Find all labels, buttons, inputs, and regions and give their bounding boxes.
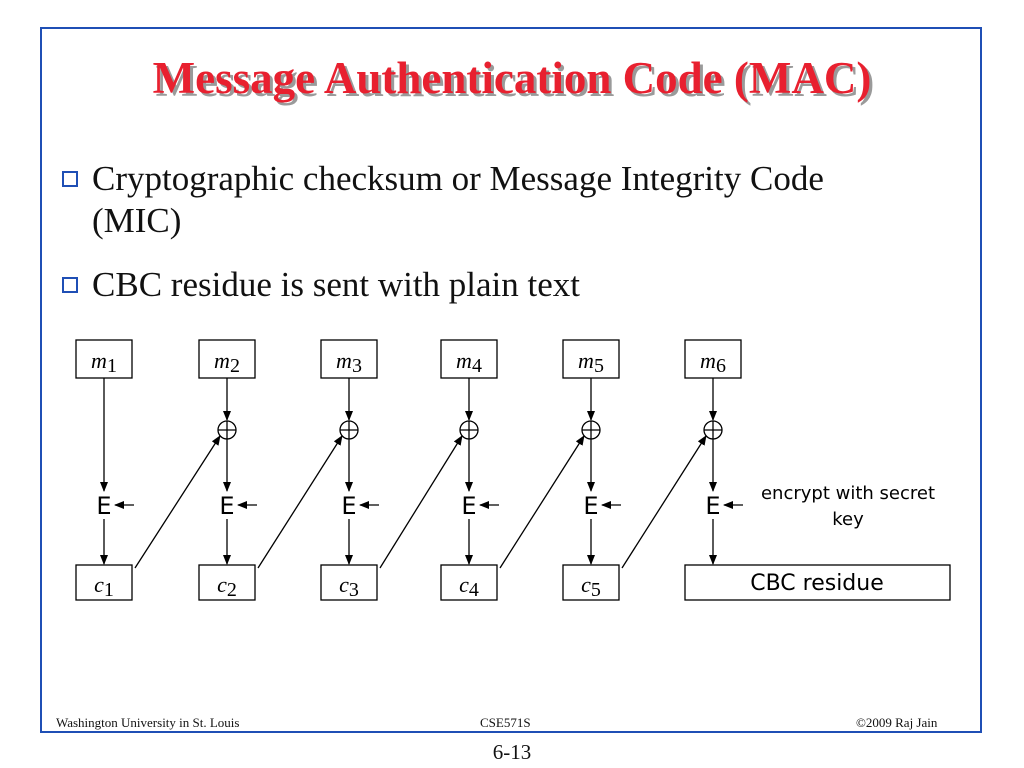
encrypt-label-4: E (461, 492, 476, 520)
cipher-box-5 (562, 564, 620, 601)
bullet-text-line1: CBC residue is sent with plain text (92, 265, 581, 304)
slide-frame (40, 27, 982, 733)
message-label-1: m1 (91, 348, 117, 377)
message-label-2: m2 (214, 348, 240, 377)
page-number: 6-13 (492, 740, 532, 764)
footer-institution: Washington University in St. Louis (56, 715, 240, 730)
cbc-residue-box (684, 564, 951, 601)
cbc-residue-label: CBC residue (750, 571, 884, 596)
cipher-box-2 (198, 564, 256, 601)
cipher-label-2: c2 (217, 572, 237, 601)
message-box-4 (440, 339, 498, 379)
encrypt-label-3: E (341, 492, 356, 520)
cipher-label-5: c5 (581, 572, 601, 601)
chain-arrow-2 (257, 435, 343, 569)
cipher-label-3: c3 (339, 572, 359, 601)
encrypt-label-1: E (96, 492, 111, 520)
message-box-5 (562, 339, 620, 379)
key-note-line2: key (832, 509, 864, 530)
chain-arrow-1 (134, 435, 221, 569)
message-label-4: m4 (456, 348, 482, 377)
cipher-label-1: c1 (94, 572, 114, 601)
cipher-box-1 (75, 564, 133, 601)
bullet-square-icon (62, 277, 78, 293)
cipher-box-4 (440, 564, 498, 601)
message-label-5: m5 (578, 348, 604, 377)
bullet-text-line1: Cryptographic checksum or Message Integr… (92, 159, 824, 198)
cipher-box-3 (320, 564, 378, 601)
bullet-text-line2: (MIC) (92, 201, 182, 240)
chain-arrow-4 (499, 435, 585, 569)
message-box-1 (75, 339, 133, 379)
chain-arrow-5 (621, 435, 707, 569)
footer-course: CSE571S (480, 715, 531, 730)
chain-arrow-3 (379, 435, 463, 569)
slide-title: Message Authentication Code (MAC) (152, 53, 872, 103)
key-note-line1: encrypt with secret (761, 483, 935, 504)
message-label-6: m6 (700, 348, 726, 377)
encrypt-label-5: E (583, 492, 598, 520)
footer-copyright: ©2009 Raj Jain (856, 715, 938, 730)
cipher-label-4: c4 (459, 572, 479, 601)
encrypt-label-6: E (705, 492, 720, 520)
message-box-3 (320, 339, 378, 379)
bullet-square-icon (62, 171, 78, 187)
message-label-3: m3 (336, 348, 362, 377)
encrypt-label-2: E (219, 492, 234, 520)
